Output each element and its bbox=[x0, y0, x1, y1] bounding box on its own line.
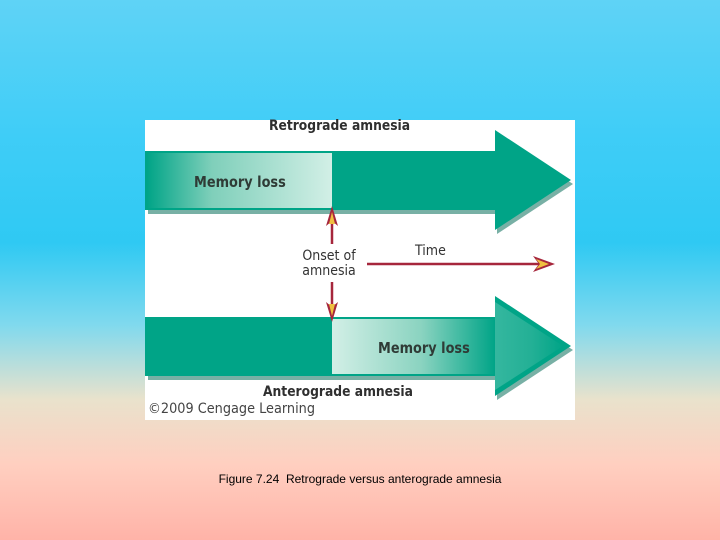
retrograde-arrow bbox=[145, 130, 573, 234]
time-label: Time bbox=[415, 243, 446, 259]
diagram-graphics bbox=[145, 130, 573, 400]
anterograde-memory-loss-label: Memory loss bbox=[378, 339, 470, 357]
copyright-notice: ©2009 Cengage Learning bbox=[148, 401, 316, 417]
anterograde-title: Anterograde amnesia bbox=[263, 384, 413, 400]
time-arrow bbox=[367, 256, 555, 272]
onset-up-arrow bbox=[326, 206, 338, 244]
retrograde-memory-loss-label: Memory loss bbox=[194, 173, 286, 191]
anterograde-arrow bbox=[145, 296, 573, 400]
onset-down-arrow bbox=[326, 282, 338, 322]
anterograde-memory-loss-segment bbox=[332, 319, 495, 374]
figure-caption: Figure 7.24 Retrograde versus anterograd… bbox=[218, 472, 502, 486]
retrograde-memory-loss-segment bbox=[147, 153, 332, 208]
retrograde-title: Retrograde amnesia bbox=[269, 118, 411, 134]
